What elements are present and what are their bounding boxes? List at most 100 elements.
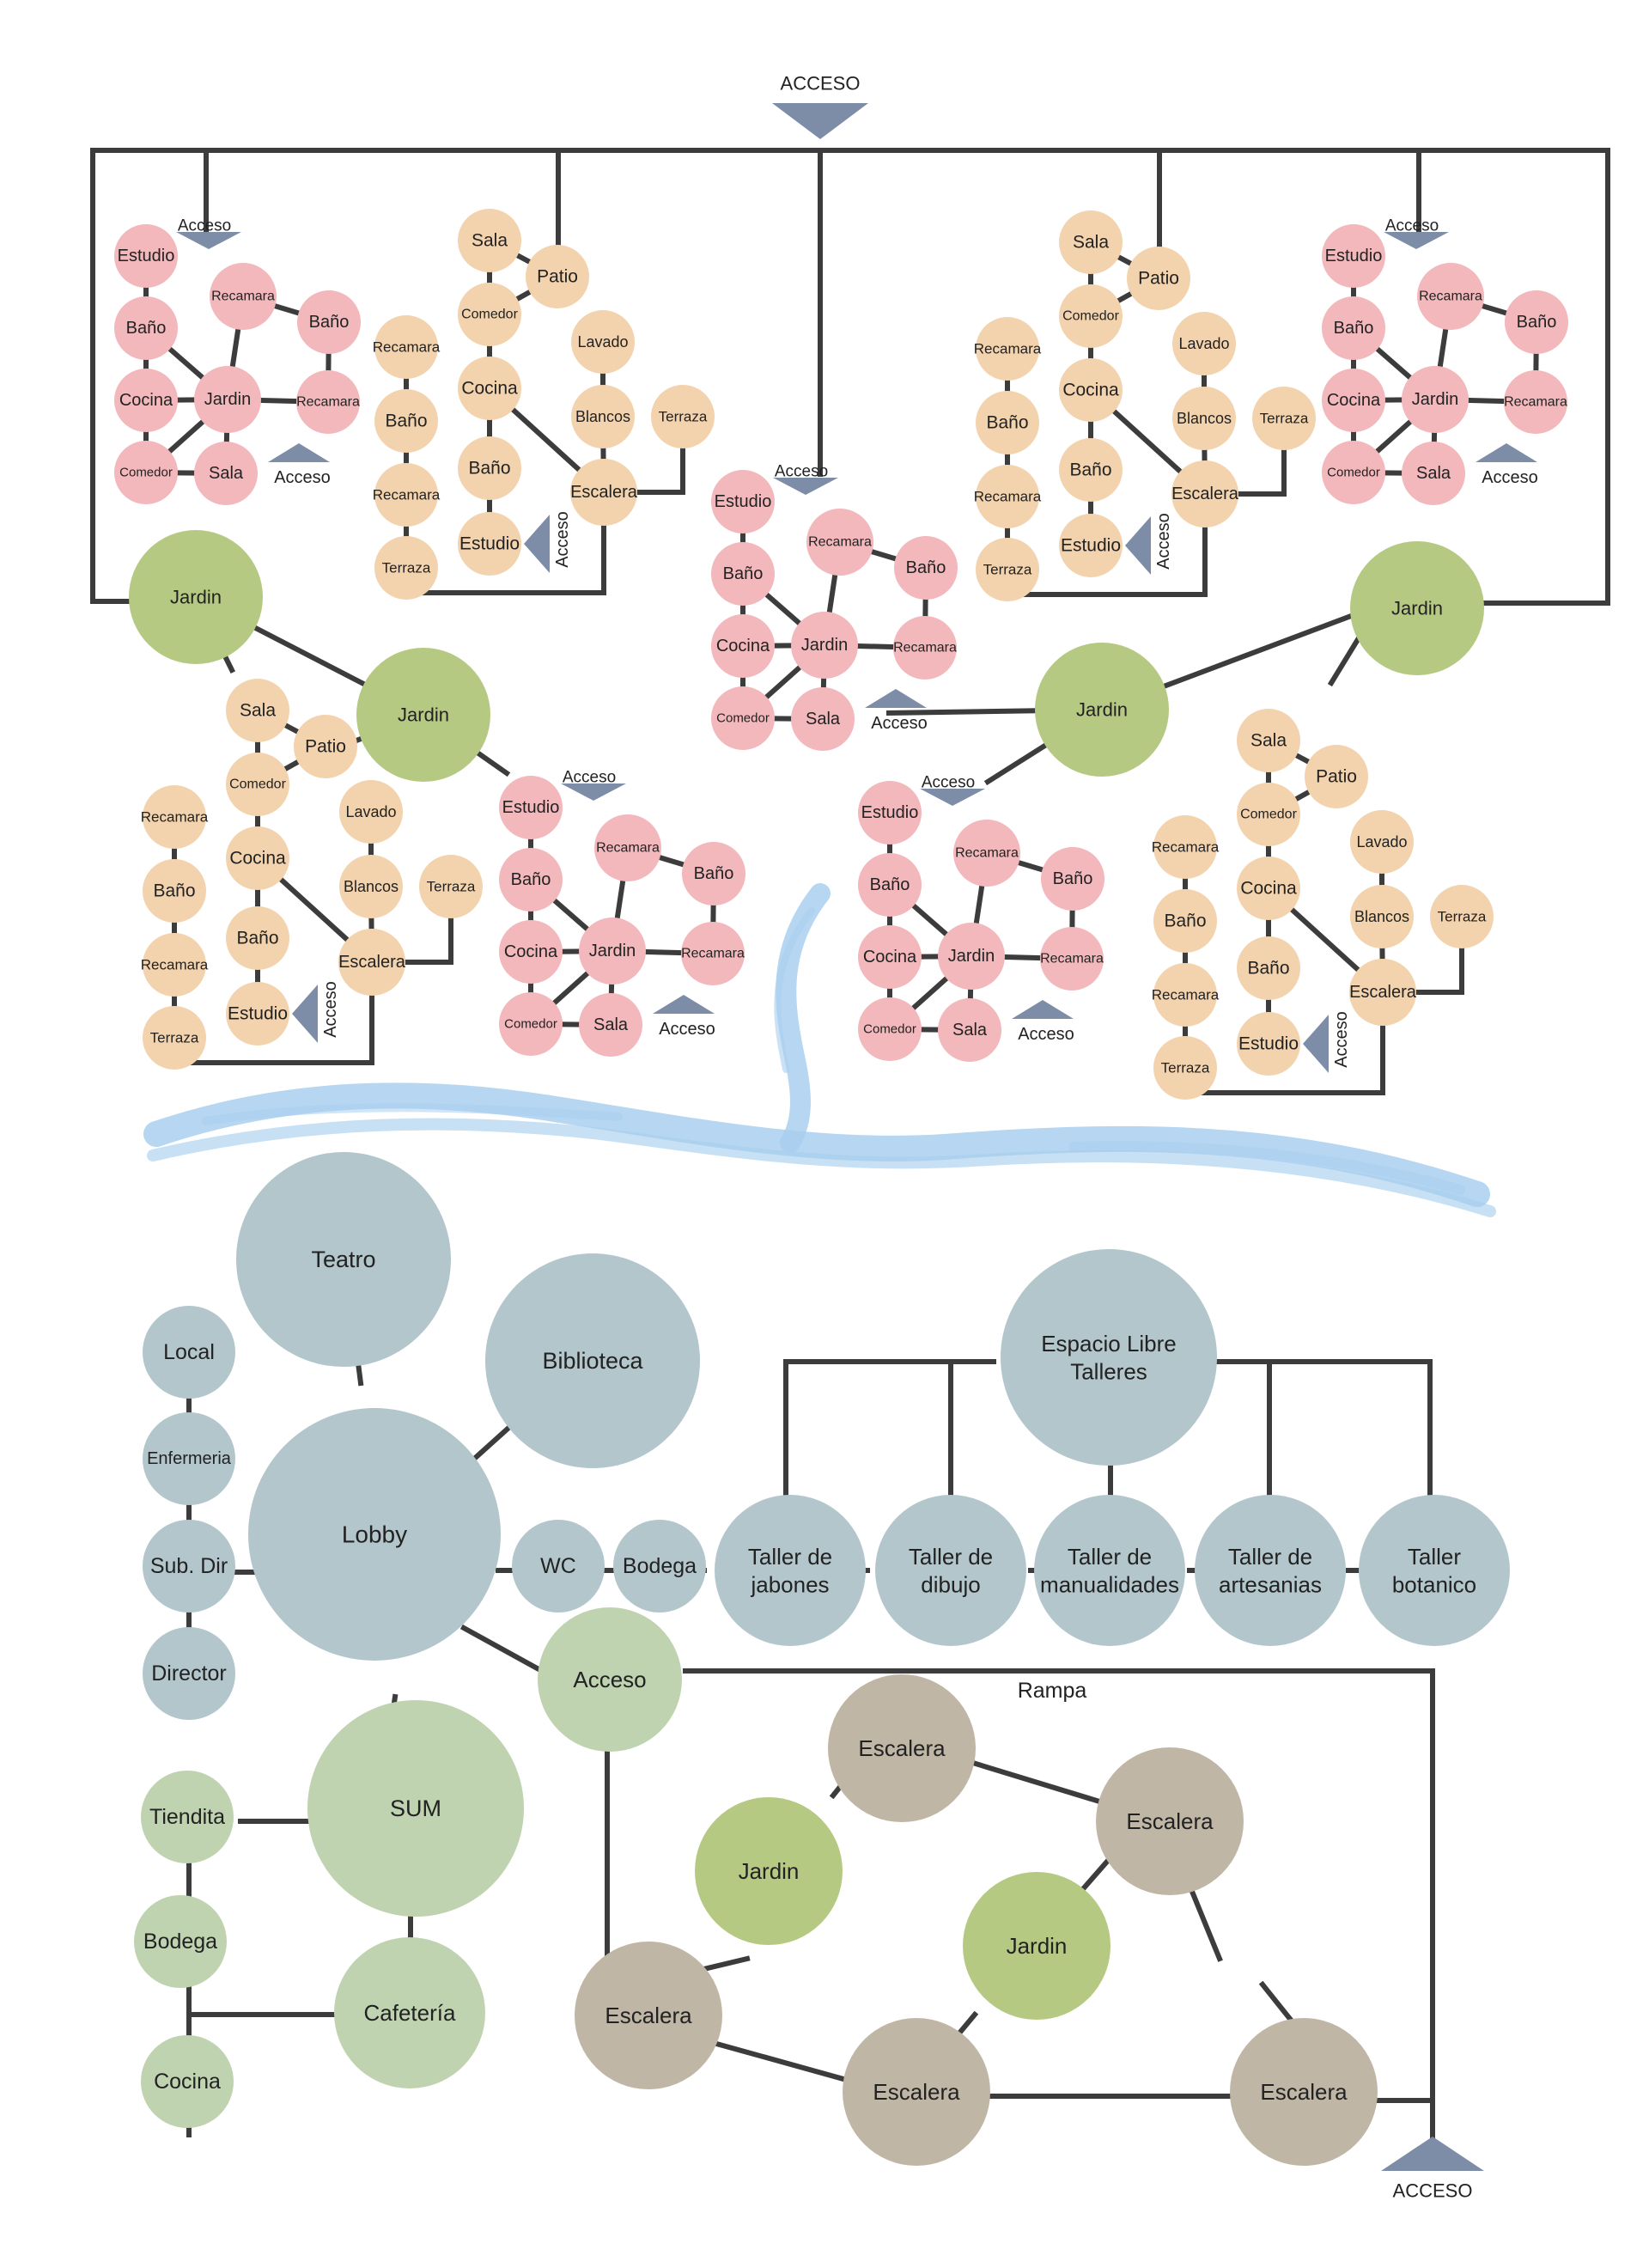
pink-unit-2-comedor-node: [1322, 441, 1385, 504]
pink-unit-1-sala-node: [194, 442, 258, 505]
peach-unit-2-comedor-label: Comedor: [1062, 309, 1119, 324]
jardin-center-right-node: [1035, 643, 1169, 777]
taller-1-label: jabones: [750, 1571, 829, 1597]
peach-unit-3-bano-2-node: [143, 859, 206, 923]
peach-unit-3-cocina-node: [226, 826, 289, 890]
sum-label: SUM: [390, 1796, 441, 1821]
enfermeria-label: Enfermeria: [147, 1449, 232, 1468]
peach-unit-4-bano-2-node: [1153, 889, 1217, 953]
peach-unit-1-bano-node: [458, 436, 521, 500]
taller-4-label: Taller de: [1228, 1544, 1312, 1570]
peach-unit-2-bano-2-label: Baño: [986, 413, 1028, 433]
peach-unit-3-recamara-2-label: Recamara: [141, 957, 209, 973]
pink-unit-4-comedor-node: [499, 992, 563, 1056]
pink-unit-2-recamara-1-node: [1417, 263, 1484, 330]
taller-3-node: [1034, 1495, 1185, 1646]
escalera-5-node: [1230, 2018, 1378, 2166]
pink-unit-5-side-access-arrow: [1012, 1000, 1074, 1019]
pink-unit-4-cocina-node: [499, 920, 563, 984]
peach-unit-1-terraza-label: Terraza: [659, 409, 708, 425]
pink-unit-3-recamara-2-label: Recamara: [893, 641, 957, 655]
peach-unit-2-bano-2-node: [976, 391, 1039, 454]
peach-unit-3-access-label: Acceso: [321, 981, 340, 1038]
pink-unit-3-side-access-label: Acceso: [871, 714, 928, 733]
peach-unit-4-recamara-2-label: Recamara: [1152, 987, 1220, 1003]
pink-unit-1-jardin-node: [194, 366, 261, 433]
peach-unit-3-patio-label: Patio: [305, 737, 346, 757]
peach-unit-1-cocina-label: Cocina: [461, 379, 518, 399]
pink-unit-4-recamara-1-node: [594, 814, 661, 881]
teatro-node: [236, 1152, 451, 1367]
connector-line: [1214, 1359, 1433, 1499]
peach-unit-4-escalera-label: Escalera: [1349, 983, 1417, 1002]
pink-unit-5-top-access-arrow: [920, 789, 985, 806]
pink-unit-2-cocina-node: [1322, 369, 1385, 432]
pink-unit-5-cocina-label: Cocina: [863, 948, 917, 966]
pink-unit-5-bano-2-label: Baño: [1053, 869, 1093, 888]
peach-unit-2-terraza-node: [1252, 387, 1316, 450]
river-stroke: [1068, 1141, 1465, 1195]
taller-5-label: botanico: [1392, 1571, 1476, 1597]
peach-unit-2-bano-node: [1059, 438, 1123, 502]
pink-unit-3-comedor-node: [711, 686, 775, 750]
lobby-node: [248, 1408, 501, 1661]
sub-dir-node: [143, 1520, 235, 1613]
pink-unit-5-jardin-label: Jardin: [948, 947, 995, 966]
pink-unit-1-bano-node: [114, 296, 178, 360]
pink-unit-1-estudio-label: Estudio: [118, 247, 175, 265]
cocina-label: Cocina: [154, 2070, 221, 2094]
peach-unit-3-sala-label: Sala: [240, 701, 276, 721]
peach-unit-2-terraza-label: Terraza: [1260, 411, 1309, 427]
espacio-libre-talleres-label: Espacio Libre: [1041, 1331, 1177, 1357]
peach-unit-2-access-label: Acceso: [1154, 513, 1173, 570]
pink-unit-4-cocina-label: Cocina: [504, 942, 558, 961]
peach-unit-1-blancos-label: Blancos: [575, 408, 630, 425]
pink-unit-4-sala-label: Sala: [593, 1015, 629, 1034]
taller-2-label: Taller de: [909, 1544, 993, 1570]
pink-unit-4-recamara-2-label: Recamara: [681, 947, 745, 961]
peach-unit-4-recamara-1-node: [1153, 815, 1217, 879]
peach-unit-4-sala-label: Sala: [1250, 731, 1287, 751]
peach-unit-2-sala-node: [1059, 210, 1123, 274]
tiendita-node: [141, 1771, 234, 1863]
pink-unit-3-jardin-label: Jardin: [801, 636, 848, 655]
peach-unit-2-lavado-node: [1172, 312, 1236, 375]
peach-unit-1-recamara-2-node: [374, 463, 438, 527]
peach-unit-4-recamara-2-node: [1153, 963, 1217, 1027]
peach-unit-1-sala-label: Sala: [472, 231, 508, 251]
escalera-3-node: [575, 1942, 722, 2089]
access-arrows: [176, 103, 1537, 2171]
taller-5-node: [1359, 1495, 1510, 1646]
connector-line: [468, 1418, 520, 1465]
peach-unit-3-terraza-node: [419, 855, 483, 918]
peach-unit-3-blancos-node: [339, 855, 403, 918]
pink-unit-3-recamara-2-node: [893, 616, 957, 680]
taller-5-label: Taller: [1408, 1544, 1461, 1570]
pink-unit-2-estudio-node: [1322, 224, 1385, 288]
jardin-center-left-label: Jardin: [398, 704, 449, 726]
peach-unit-2-recamara-2-label: Recamara: [974, 489, 1042, 505]
pink-unit-3-side-access-arrow: [865, 689, 927, 708]
pink-unit-1-bano-2-label: Baño: [309, 313, 350, 332]
peach-unit-1-recamara-1-node: [374, 315, 438, 379]
jardin-bottom-1-label: Jardin: [739, 1858, 800, 1884]
peach-unit-3-comedor-label: Comedor: [229, 777, 286, 792]
pink-unit-5-bano-2-node: [1041, 847, 1104, 911]
pink-unit-5-sala-node: [938, 998, 1001, 1062]
pink-unit-4-jardin-node: [579, 918, 646, 985]
peach-unit-2-patio-node: [1127, 247, 1190, 310]
pink-unit-5-estudio-node: [858, 781, 922, 844]
pink-unit-2-recamara-1-label: Recamara: [1419, 290, 1482, 304]
pink-unit-2-recamara-2-node: [1504, 370, 1567, 434]
pink-unit-5-jardin-node: [938, 923, 1005, 990]
rampa-label: Rampa: [1018, 1679, 1087, 1703]
peach-unit-1-cocina-node: [458, 357, 521, 420]
escalera-4-label: Escalera: [873, 2079, 960, 2105]
pink-unit-3-bano-2-node: [894, 536, 958, 600]
biblioteca-node: [485, 1253, 700, 1468]
pink-unit-4-jardin-label: Jardin: [589, 942, 636, 960]
connector-line: [1078, 1851, 1117, 1894]
pink-unit-5-bano-label: Baño: [870, 875, 910, 894]
peach-unit-3-bano-2-label: Baño: [153, 881, 195, 901]
jardin-center-left-node: [356, 648, 490, 782]
